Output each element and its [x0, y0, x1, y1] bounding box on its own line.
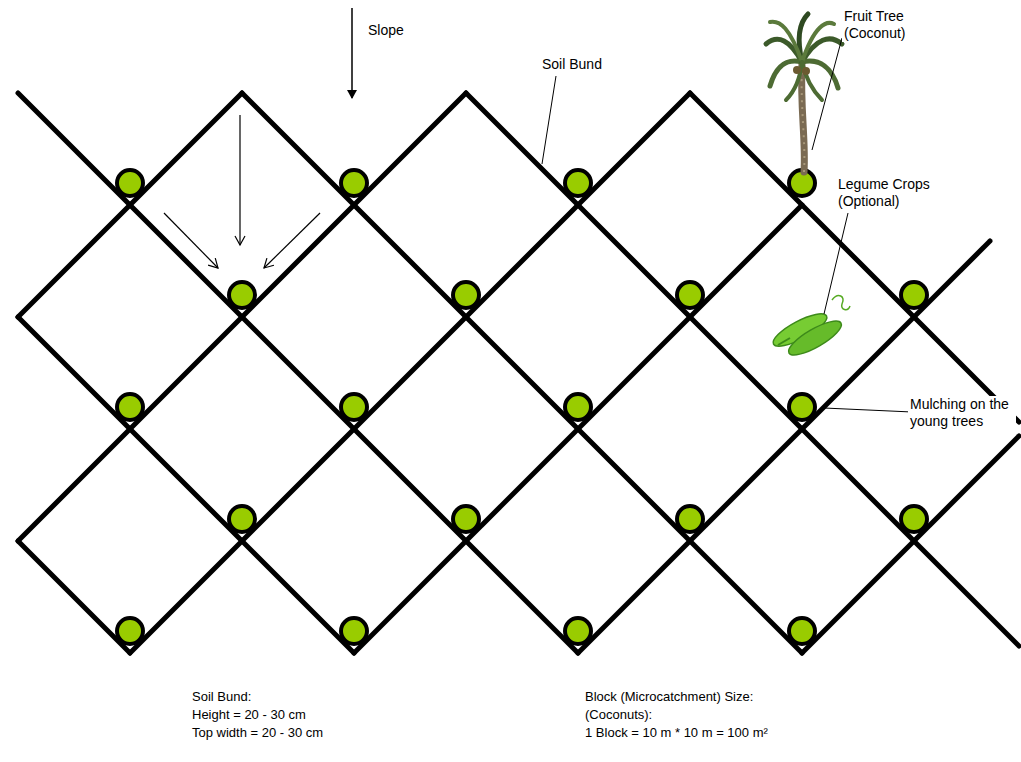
- soil-bund: [18, 93, 242, 317]
- young-tree-mulch: [789, 394, 815, 420]
- palm-fronds: [766, 14, 842, 100]
- soil-bund-grid: [18, 93, 1019, 653]
- runoff-arrow: [264, 213, 320, 268]
- spec-text: Soil Bund:: [192, 688, 323, 706]
- slope-label: Slope: [366, 22, 406, 39]
- young-tree-mulch: [341, 394, 367, 420]
- spec-text: 1 Block = 10 m * 10 m = 100 m²: [585, 724, 768, 742]
- leader-line: [824, 213, 848, 314]
- spec-text: Block (Microcatchment) Size:: [585, 688, 768, 706]
- legume-pods: [769, 296, 850, 361]
- young-tree-mulch: [117, 618, 143, 644]
- young-tree-mulch: [565, 618, 591, 644]
- slope-arrow: [351, 8, 353, 98]
- young-tree-mulch: [229, 506, 255, 532]
- spec-note: Soil Bund:Height = 20 - 30 cmTop width =…: [192, 688, 323, 742]
- spec-text: Top width = 20 - 30 cm: [192, 724, 323, 742]
- pea-pod: [785, 315, 846, 361]
- young-tree-mulch: [117, 394, 143, 420]
- tree-circles: [117, 170, 927, 644]
- young-tree-mulch: [901, 506, 927, 532]
- soil-bund: [18, 93, 466, 541]
- runoff-arrow: [239, 115, 240, 245]
- soil-bund: [802, 436, 1019, 653]
- young-tree-mulch: [453, 506, 479, 532]
- part-label: Legume Crops (Optional): [836, 176, 944, 210]
- runoff-arrows: [164, 115, 320, 268]
- young-tree-mulch: [677, 282, 703, 308]
- soil-bund: [578, 241, 990, 653]
- soil-bund: [130, 93, 690, 653]
- pod-stem: [778, 338, 790, 345]
- soil-bund: [18, 541, 130, 653]
- leader-lines: [542, 38, 912, 412]
- leader-line: [824, 408, 912, 412]
- young-tree-mulch: [789, 618, 815, 644]
- coconut-tree: [766, 14, 842, 172]
- young-tree-mulch: [229, 282, 255, 308]
- young-tree-mulch: [453, 282, 479, 308]
- young-tree-mulch: [677, 506, 703, 532]
- young-tree-mulch: [901, 282, 927, 308]
- soil-bund: [466, 93, 1019, 646]
- spec-text: Height = 20 - 30 cm: [192, 706, 323, 724]
- soil-bund: [690, 93, 1019, 422]
- part-label: Soil Bund: [540, 56, 604, 73]
- soil-bund: [18, 93, 578, 653]
- soil-bund: [354, 205, 802, 653]
- soil-bund: [242, 93, 802, 653]
- part-label: Mulching on the young trees: [908, 396, 1016, 430]
- young-tree-mulch: [341, 170, 367, 196]
- soil-bund: [18, 317, 354, 653]
- leader-line: [542, 76, 556, 164]
- coconut: [802, 67, 810, 75]
- young-tree-mulch: [341, 618, 367, 644]
- spec-note: Block (Microcatchment) Size:(Coconuts):1…: [585, 688, 768, 742]
- trunk-rings: [802, 62, 805, 172]
- pea-tendril: [832, 296, 850, 310]
- tree-trunk: [802, 62, 805, 172]
- spec-text: (Coconuts):: [585, 706, 768, 724]
- young-tree-mulch: [565, 394, 591, 420]
- runoff-arrow: [164, 213, 218, 268]
- leader-line: [812, 38, 842, 150]
- coconut: [793, 66, 801, 74]
- young-tree-mulch: [565, 170, 591, 196]
- part-label: Fruit Tree (Coconut): [842, 8, 926, 42]
- young-tree-mulch: [117, 170, 143, 196]
